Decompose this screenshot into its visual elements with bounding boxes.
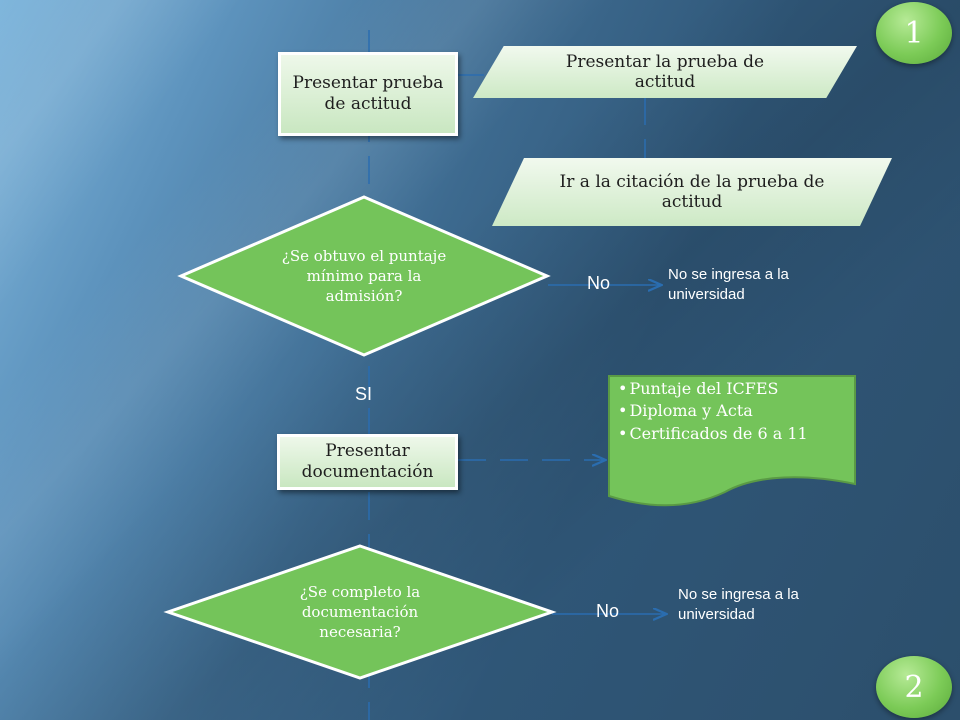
decision-docs-complete-shape: [163, 544, 557, 680]
input-present-test[interactable]: Presentar la prueba de actitud: [473, 46, 857, 98]
decision-min-score-label: ¿Se obtuvo el puntaje mínimo para la adm…: [281, 246, 447, 306]
docs-list-item: Certificados de 6 a 11: [618, 423, 807, 445]
slide-badge-top[interactable]: 1: [876, 2, 952, 64]
step-present-docs-label: Presentar documentación: [301, 440, 434, 482]
result-no-2-label: No se ingresa a la universidad: [678, 586, 799, 624]
slide-badge-bottom[interactable]: 2: [876, 656, 952, 718]
input-go-citation[interactable]: Ir a la citación de la prueba de actitud: [492, 158, 892, 226]
branch-no-2-label: No: [596, 601, 620, 621]
branch-yes-label: SI: [355, 384, 373, 404]
step-present-docs-box[interactable]: Presentar documentación: [277, 434, 458, 490]
decision-docs-complete[interactable]: ¿Se completo la documentación necesaria?: [163, 544, 557, 680]
input-present-test-shape: [473, 46, 857, 98]
decision-min-score-shape: [177, 195, 551, 357]
step-present-test-box[interactable]: Presentar prueba de actitud: [278, 52, 458, 136]
input-go-citation-shape: [492, 158, 892, 226]
decision-min-score[interactable]: ¿Se obtuvo el puntaje mínimo para la adm…: [177, 195, 551, 357]
docs-list: Puntaje del ICFES Diploma y Acta Certifi…: [607, 374, 816, 445]
docs-list-item: Diploma y Acta: [618, 400, 808, 422]
decision-docs-complete-label: ¿Se completo la documentación necesaria?: [299, 582, 421, 642]
input-go-citation-label: Ir a la citación de la prueba de actitud: [559, 171, 825, 212]
branch-no-1-label: No: [587, 273, 611, 293]
result-no-1-label: No se ingresa a la universidad: [668, 266, 789, 304]
input-present-test-label: Presentar la prueba de actitud: [565, 51, 765, 92]
docs-list-document[interactable]: Puntaje del ICFES Diploma y Acta Certifi…: [607, 374, 857, 510]
step-present-test-label: Presentar prueba de actitud: [292, 72, 444, 114]
docs-list-item: Puntaje del ICFES: [618, 378, 808, 400]
